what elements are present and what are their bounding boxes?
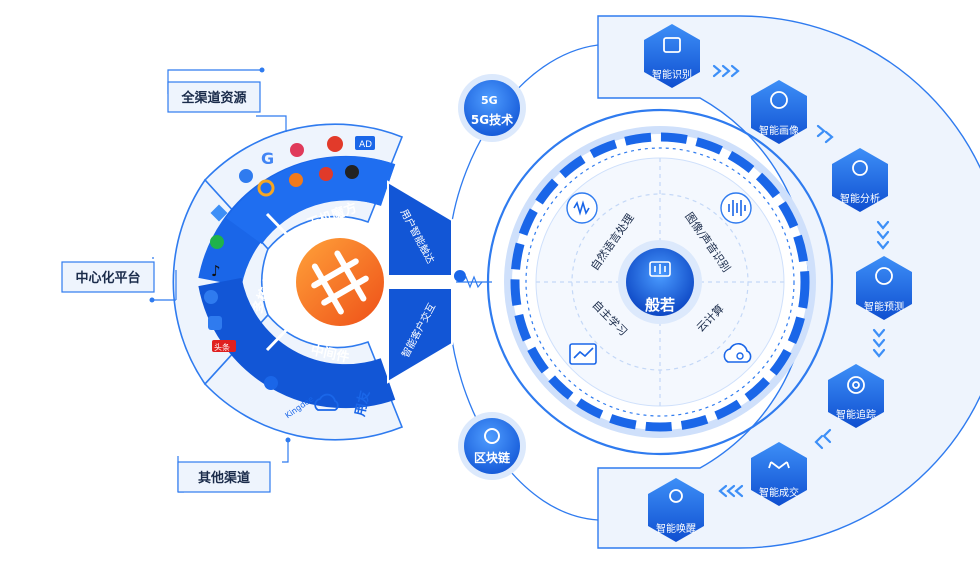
toutiao-icon — [212, 340, 236, 352]
blockchain-icon — [484, 428, 500, 444]
weibo-icon — [319, 167, 333, 181]
uc-icon — [257, 179, 275, 197]
hex-items — [644, 24, 912, 542]
ring-bottom-label: 中间件 — [309, 342, 350, 366]
netease-icon — [327, 136, 343, 152]
tag-central-box — [61, 261, 155, 293]
node-5g-label: 5G技术 — [471, 112, 513, 127]
core-title: 般若 — [645, 296, 675, 314]
face-scan-icon — [663, 37, 681, 53]
hex-label-deal: 智能成交 — [759, 486, 799, 499]
hex-recognition — [644, 24, 700, 88]
quadrant-icons — [566, 192, 752, 365]
handshake-icon — [768, 461, 790, 470]
google-icon: G — [261, 149, 274, 168]
hex-label-prediction: 智能预测 — [864, 300, 904, 313]
miniprogram-icon — [204, 290, 218, 304]
tag-central-label: 中心化平台 — [75, 270, 140, 286]
hex-label-recognition: 智能识别 — [652, 68, 692, 81]
dingtalk-icon — [264, 376, 278, 390]
prediction-icon — [875, 267, 893, 285]
user-portrait-icon — [770, 91, 788, 109]
hex-label-analysis: 智能分析 — [840, 192, 880, 205]
hex-wakeup — [648, 478, 704, 542]
weibo-small-icon — [290, 143, 304, 157]
sogou-icon — [289, 173, 303, 187]
node-5g: 5G — [458, 74, 526, 142]
flow-chevrons — [712, 64, 890, 498]
hex-deal — [751, 442, 807, 506]
svg-text:AD: AD — [359, 140, 372, 150]
svg-text:5G: 5G — [481, 94, 498, 107]
ad-icon — [355, 136, 375, 150]
core-logo — [296, 238, 384, 326]
hex-label-tracking: 智能追踪 — [836, 408, 876, 421]
left-tags — [61, 67, 291, 493]
kuaishou-icon — [210, 204, 228, 222]
alipay-icon — [208, 316, 222, 330]
tag-channels-box — [167, 81, 261, 113]
tag-other-label: 其他渠道 — [198, 470, 250, 486]
node-blockchain — [458, 412, 526, 480]
tag-other-box — [177, 461, 271, 493]
lightbulb-icon — [669, 489, 683, 503]
hex-icons — [663, 37, 893, 503]
tiktok-icon: ♪ — [211, 262, 221, 280]
yonyou-icon: 用友 — [352, 389, 373, 419]
cloud-computing-icon — [723, 343, 752, 363]
analysis-icon — [852, 160, 868, 176]
qq-icon — [345, 165, 359, 179]
baidu-icon — [239, 169, 253, 183]
hex-prediction — [856, 256, 912, 320]
hash-logo-icon — [311, 250, 369, 315]
cloud-icon — [314, 393, 339, 411]
hex-analysis — [832, 148, 888, 212]
target-icon — [847, 376, 865, 394]
node-blockchain-label: 区块链 — [474, 450, 511, 465]
hex-label-portrait: 智能画像 — [759, 124, 799, 137]
center-system — [486, 108, 834, 456]
hex-tracking — [828, 364, 884, 428]
wechat-icon — [210, 235, 224, 249]
tag-channels-label: 全渠道资源 — [180, 90, 246, 106]
hex-portrait — [751, 80, 807, 144]
svg-text:头条: 头条 — [214, 342, 230, 352]
voice-recognition-icon — [720, 192, 752, 224]
hex-label-wakeup: 智能唤醒 — [656, 522, 696, 535]
